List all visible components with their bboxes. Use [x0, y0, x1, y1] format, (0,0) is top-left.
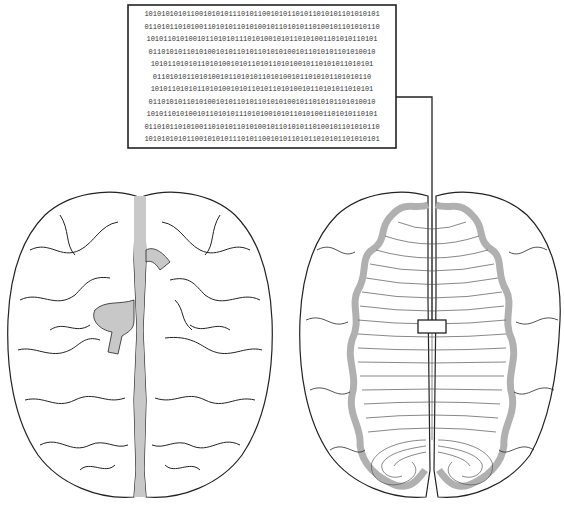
brain-left [8, 192, 273, 497]
zoom-marker [418, 320, 446, 333]
binary-text: 0110101011010100101011010110101010010110… [130, 98, 394, 106]
binary-text: 1010110101011010100101011010110101001011… [130, 85, 394, 93]
binary-text: 1010101010110010101011101011001010110101… [130, 10, 394, 18]
binary-text: 1010110101001011010101110101001010110101… [130, 110, 394, 118]
binary-text: 1010101010110010101011101011001010110101… [130, 135, 394, 143]
binary-text: 1010110101001011010101110101001010110101… [130, 35, 394, 43]
brain-right [300, 192, 561, 497]
binary-text: 0110101011010100101011010110101010010110… [130, 48, 394, 56]
binary-text: 0110101101010011010101101010010110101011… [130, 23, 394, 31]
binary-text: 1010110101011010100101011010110101001011… [130, 60, 394, 68]
zoom-box [128, 5, 396, 148]
binary-text: 0110101101010011010101101010010110101011… [130, 123, 394, 131]
binary-text: 0110101011010100101101010110101001011010… [130, 73, 394, 81]
binary-inset: 1010101010110010101011101011001010110101… [130, 8, 394, 146]
